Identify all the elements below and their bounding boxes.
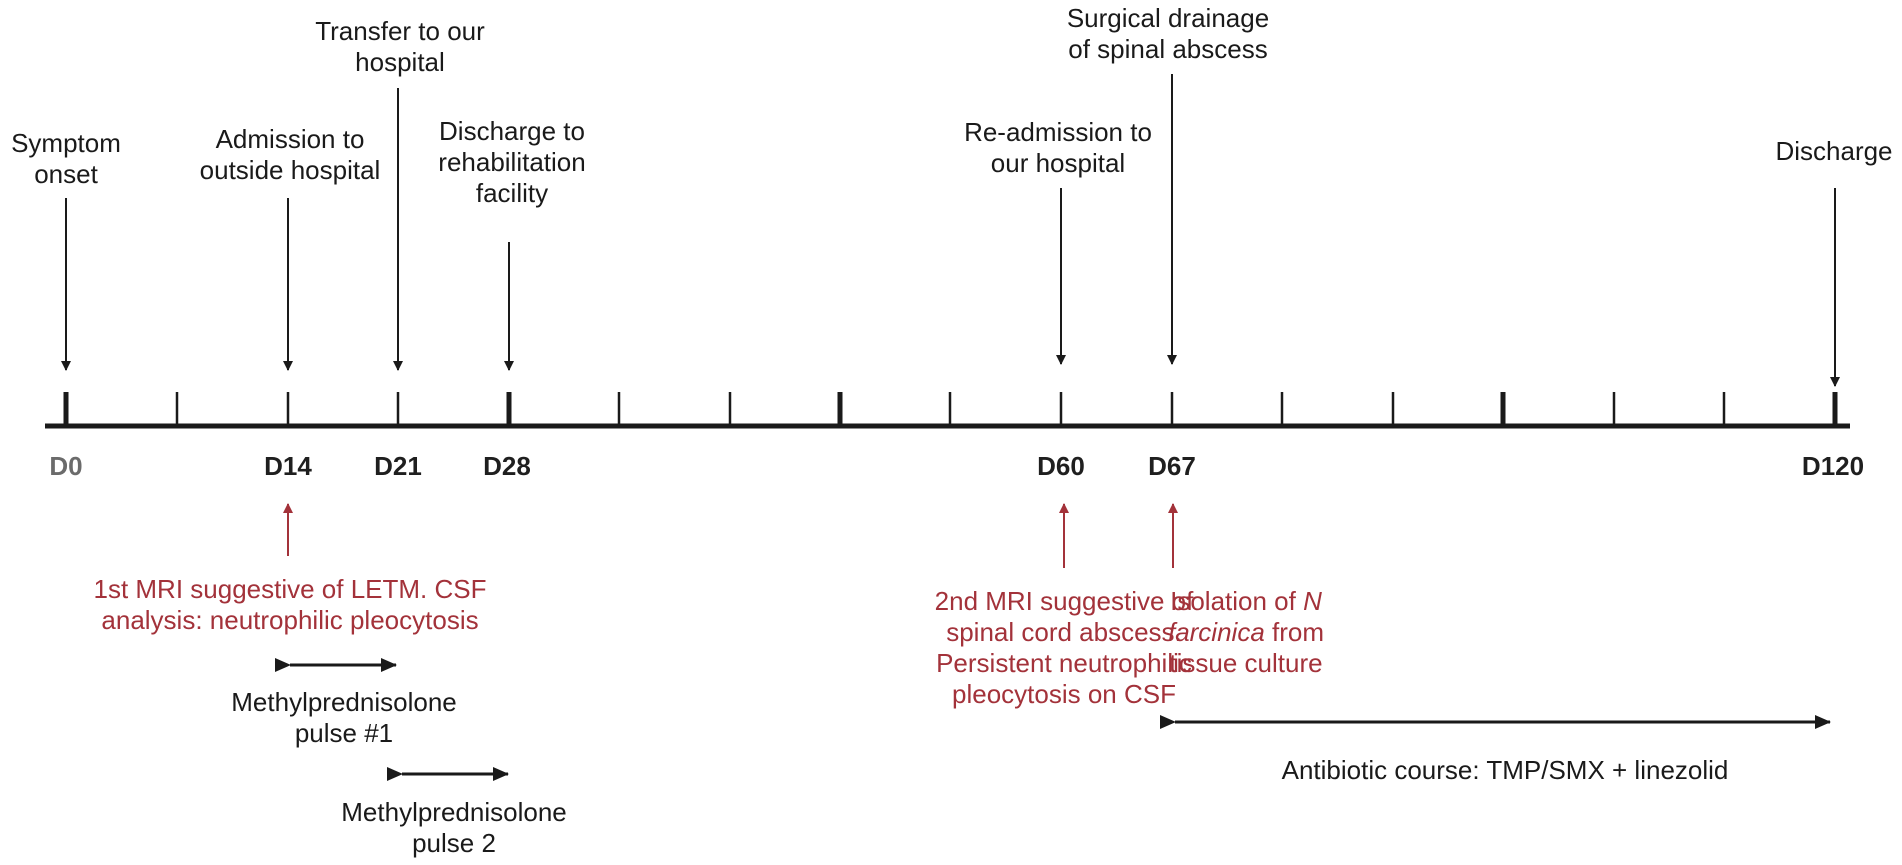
day-label-d67: D67 [1148, 451, 1196, 481]
event-label-discharge: Discharge [1775, 136, 1893, 166]
finding-label-mri1: 1st MRI suggestive of LETM. CSF analysis… [93, 574, 487, 635]
treatment-label-antibiotic: Antibiotic course: TMP/SMX + linezolid [1281, 755, 1729, 785]
day-label-d60: D60 [1037, 451, 1085, 481]
day-label-d21: D21 [374, 451, 422, 481]
day-label-d28: D28 [483, 451, 531, 481]
event-label-admission-outside: Admission to outside hospital [199, 124, 381, 185]
treatment-label-pulse1: Methylprednisolone pulse #1 [231, 687, 457, 748]
day-label-d14: D14 [264, 451, 312, 481]
event-label-transfer: Transfer to our hospital [315, 16, 485, 77]
day-label-d0: D0 [49, 451, 83, 481]
axis-ticks [63, 392, 1838, 426]
day-label-d120: D120 [1801, 451, 1865, 481]
finding-label-mri2: 2nd MRI suggestive of spinal cord absces… [934, 586, 1194, 709]
event-label-surgical-drainage: Surgical drainage of spinal abscess [1066, 3, 1270, 64]
event-label-symptom-onset: Symptom onset [11, 128, 121, 189]
finding-label-isolation: Isolation of N farcinica from tissue cul… [1167, 586, 1325, 678]
event-label-discharge-rehab: Discharge to rehabilitation facility [438, 116, 586, 208]
event-label-readmission: Re-admission to our hospital [964, 117, 1152, 178]
treatment-label-pulse2: Methylprednisolone pulse 2 [341, 797, 567, 858]
